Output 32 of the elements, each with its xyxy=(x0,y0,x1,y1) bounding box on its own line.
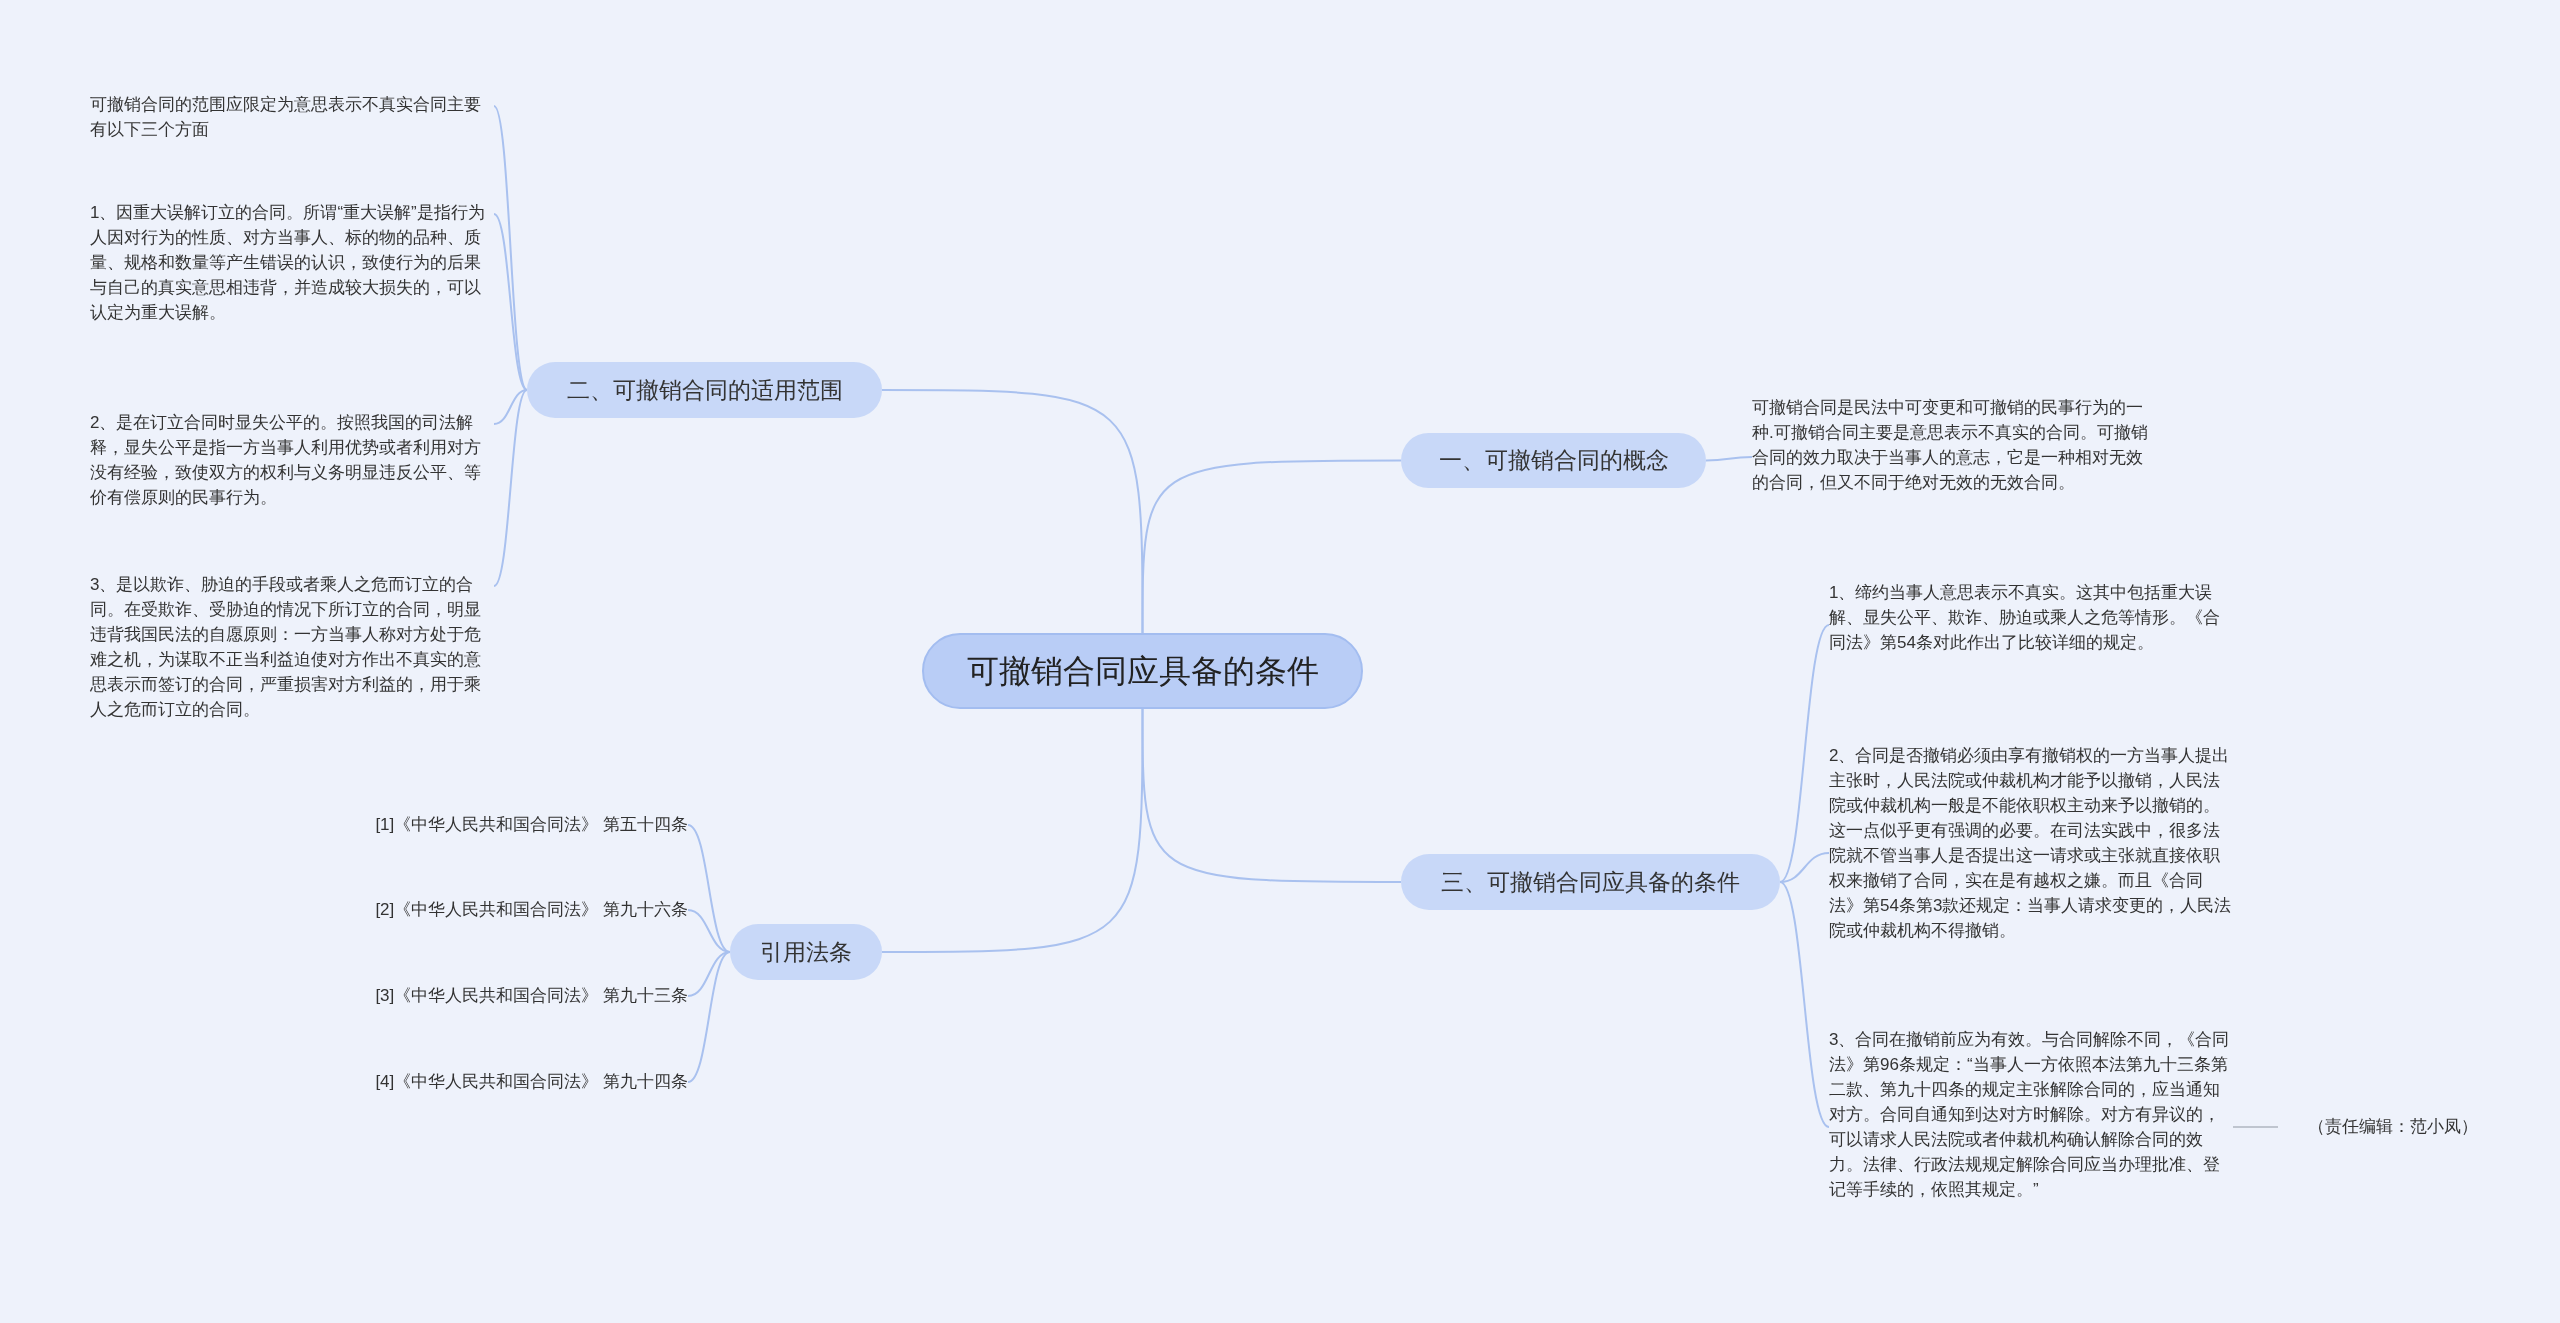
branch-topic: 三、可撤销合同应具备的条件 xyxy=(1401,854,1780,910)
branch-topic: 一、可撤销合同的概念 xyxy=(1401,433,1706,488)
connector-line xyxy=(493,389,528,425)
connector-line xyxy=(2232,1126,2279,1128)
note-text: 可撤销合同的范围应限定为意思表示不真实合同主要有以下三个方面 xyxy=(90,92,494,148)
note-text: 3、合同在撤销前应为有效。与合同解除不同，《合同法》第96条规定：“当事人一方依照本法第九十三条第二款、第九十四条的规定主张解除合同的，应当通知对方。合同自通知到达对方时解除。对方有异议的，可以请求人民法院或者仲裁机构确认解除合同的效力。法律、行政法规规定解除合同应当办理批准、登记等手续的，依照其规定。” xyxy=(1829,1027,2233,1233)
connector-line xyxy=(687,951,731,1083)
connector-line xyxy=(493,389,528,587)
connector-line xyxy=(687,951,731,997)
connector-line xyxy=(1141,459,1402,634)
branch-topic: 引用法条 xyxy=(730,924,882,980)
note-text: 可撤销合同是民法中可变更和可撤销的民事行为的一种.可撤销合同主要是意思表示不真实的合同。可撤销合同的效力取决于当事人的意志，它是一种相对无效的合同，但又不同于绝对无效的无效合同。 xyxy=(1752,395,2156,525)
connector-line xyxy=(881,708,1144,953)
branch-topic: 二、可撤销合同的适用范围 xyxy=(527,362,882,418)
connector-line xyxy=(1779,624,1830,883)
connector-line xyxy=(1705,456,1753,462)
connector-line xyxy=(1779,881,1830,1128)
reference-text: [1]《中华人民共和国合同法》 第五十四条 xyxy=(298,810,688,840)
note-text: 1、因重大误解订立的合同。所谓“重大误解”是指行为人因对行为的性质、对方当事人、标的物的品种、质量、规格和数量等产生错误的认识，致使行为的后果与自己的真实意思相违背，并造成较大损失的，可以认定为重大误解。 xyxy=(90,200,494,356)
reference-text: （责任编辑：范小凤） xyxy=(2278,1112,2478,1142)
note-text: 2、是在订立合同时显失公平的。按照我国的司法解释，显失公平是指一方当事人利用优势或者利用对方没有经验，致使双方的权利与义务明显违反公平、等价有偿原则的民事行为。 xyxy=(90,410,494,516)
note-text: 1、缔约当事人意思表示不真实。这其中包括重大误解、显失公平、欺诈、胁迫或乘人之危等情形。《合同法》第54条对此作出了比较详细的规定。 xyxy=(1829,580,2233,686)
reference-text: [4]《中华人民共和国合同法》 第九十四条 xyxy=(298,1067,688,1097)
connector-line xyxy=(881,389,1144,634)
connector-line xyxy=(1141,708,1402,883)
note-text: 2、合同是否撤销必须由享有撤销权的一方当事人提出主张时，人民法院或仲裁机构才能予以撤销，人民法院或仲裁机构一般是不能依职权主动来予以撤销的。这一点似乎更有强调的必要。在司法实践中，很多法院就不管当事人是否提出这一请求或主张就直接依职权来撤销了合同，实在是有越权之嫌。而且《合同法》第54条第3款还规定：当事人请求变更的，人民法院或仲裁机构不得撤销。 xyxy=(1829,743,2233,974)
reference-text: [2]《中华人民共和国合同法》 第九十六条 xyxy=(298,895,688,925)
note-text: 3、是以欺诈、胁迫的手段或者乘人之危而订立的合同。在受欺诈、受胁迫的情况下所订立的合同，明显违背我国民法的自愿原则：一方当事人称对方处于危难之机，为谋取不正当利益迫使对方作出不真实的意思表示而签订的合同，严重损害对方利益的，用于乘人之危而订立的合同。 xyxy=(90,572,494,753)
connector-line xyxy=(493,213,528,391)
connector-line xyxy=(687,824,731,953)
central-topic: 可撤销合同应具备的条件 xyxy=(922,633,1363,709)
reference-text: [3]《中华人民共和国合同法》 第九十三条 xyxy=(298,981,688,1011)
